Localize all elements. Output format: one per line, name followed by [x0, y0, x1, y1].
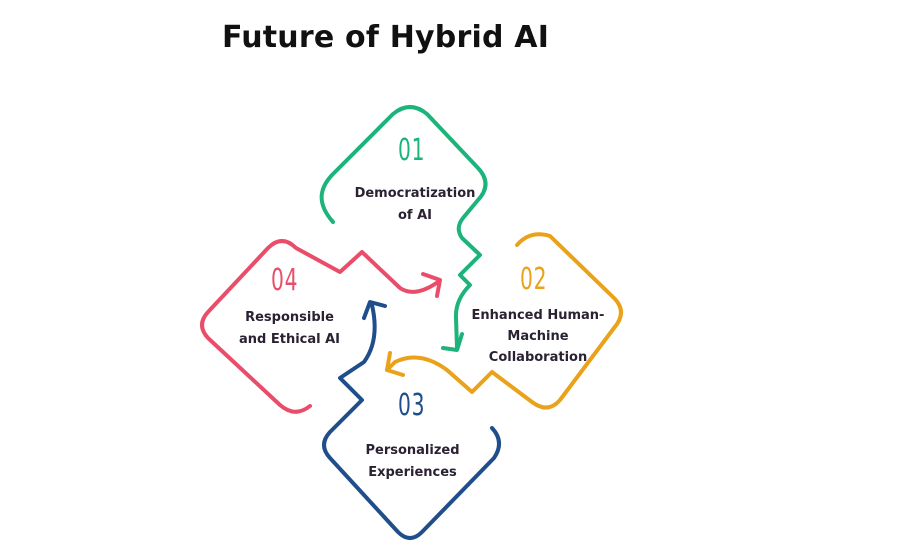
step-03-label-line-2: Experiences — [368, 465, 457, 480]
step-01-loop-icon — [319, 105, 488, 350]
step-02-loop-icon — [385, 232, 623, 410]
step-03-label: Personalized Experiences — [345, 440, 480, 484]
step-04-number: 04 — [271, 263, 299, 298]
step-02-label: Enhanced Human- Machine Collaboration — [463, 305, 613, 368]
step-04-loop-icon — [200, 239, 440, 414]
step-03-number: 03 — [398, 388, 426, 423]
step-01-label-line-2: of AI — [397, 208, 432, 223]
step-04-arrowhead-icon — [421, 272, 442, 298]
step-02-number: 02 — [520, 262, 548, 297]
step-01-arrowhead-icon — [441, 332, 464, 352]
step-04-label-line-2: and Ethical AI — [238, 332, 341, 347]
step-04-label-line-1: Responsible — [245, 310, 334, 325]
step-04-label: Responsible and Ethical AI — [222, 307, 357, 351]
step-03-label-line-1: Personalized — [365, 443, 460, 458]
step-01-number: 01 — [398, 133, 426, 168]
diagram-title: Future of Hybrid AI — [222, 20, 550, 55]
step-02-label-line-2: Machine — [507, 329, 569, 344]
step-03-arrowhead-icon — [362, 300, 387, 320]
step-02-label-line-1: Enhanced Human- — [471, 308, 605, 323]
step-03-loop-icon — [322, 303, 501, 540]
step-02-arrowhead-icon — [385, 351, 405, 377]
step-01-label: Democratization of AI — [330, 183, 500, 227]
step-01-label-line-1: Democratization — [354, 186, 476, 201]
step-02-label-line-3: Collaboration — [488, 350, 588, 365]
